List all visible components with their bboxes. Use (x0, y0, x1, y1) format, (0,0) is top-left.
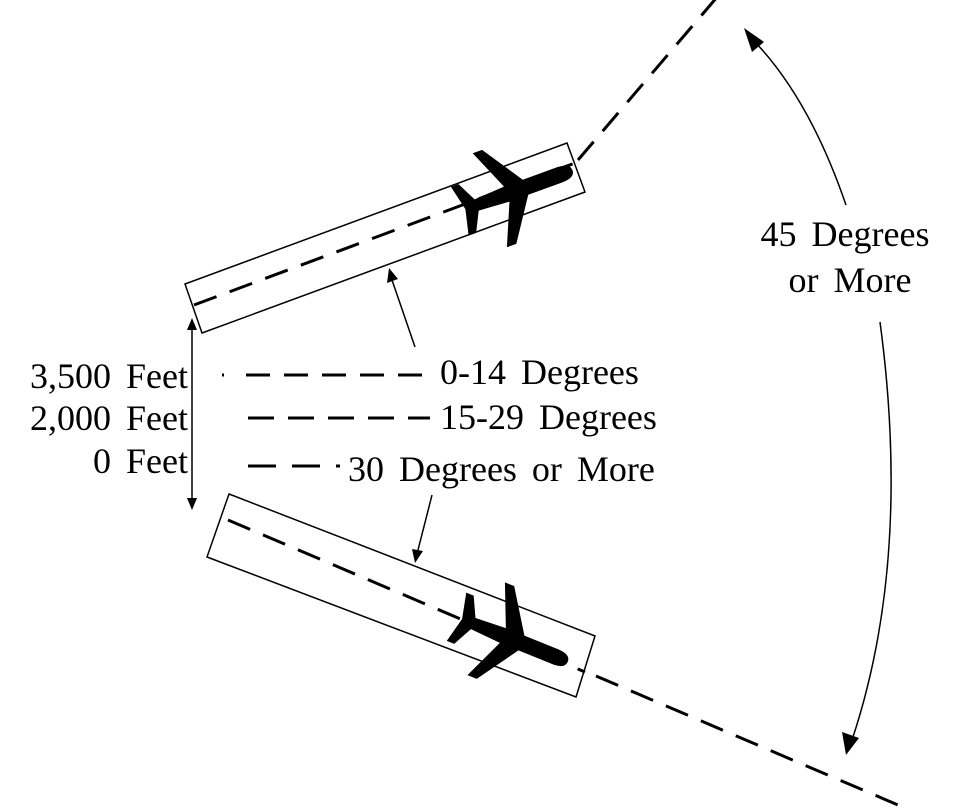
label-30-degrees-or-more: 30 Degrees or More (348, 449, 655, 489)
label-0-feet: 0 Feet (93, 441, 188, 481)
label-15-29-degrees: 15-29 Degrees (440, 397, 657, 437)
arrowhead-icon (387, 268, 398, 283)
lower-runway (206, 493, 596, 698)
pointer-lower (417, 494, 433, 551)
label-3500-feet: 3,500 Feet (30, 356, 188, 396)
label-divergence-line1: 45 Degrees (760, 214, 930, 254)
lower-departure-path (595, 674, 906, 810)
label-divergence-line2: or More (788, 260, 912, 300)
label-2000-feet: 2,000 Feet (30, 398, 188, 438)
arrowhead-icon (744, 28, 764, 52)
lower-airplane-icon (437, 570, 587, 709)
label-0-14-degrees: 0-14 Degrees (440, 352, 639, 392)
divergence-arc-upper (754, 41, 847, 206)
arrowhead-icon (187, 498, 197, 510)
divergence-arc-lower (851, 321, 892, 741)
upper-runway-centerline (193, 161, 576, 307)
arrowhead-icon (412, 549, 423, 563)
upper-departure-path (576, 0, 717, 161)
pointer-upper (391, 279, 416, 348)
upper-runway (184, 142, 586, 334)
arrowhead-icon (842, 732, 859, 755)
arrowhead-icon (187, 318, 197, 330)
